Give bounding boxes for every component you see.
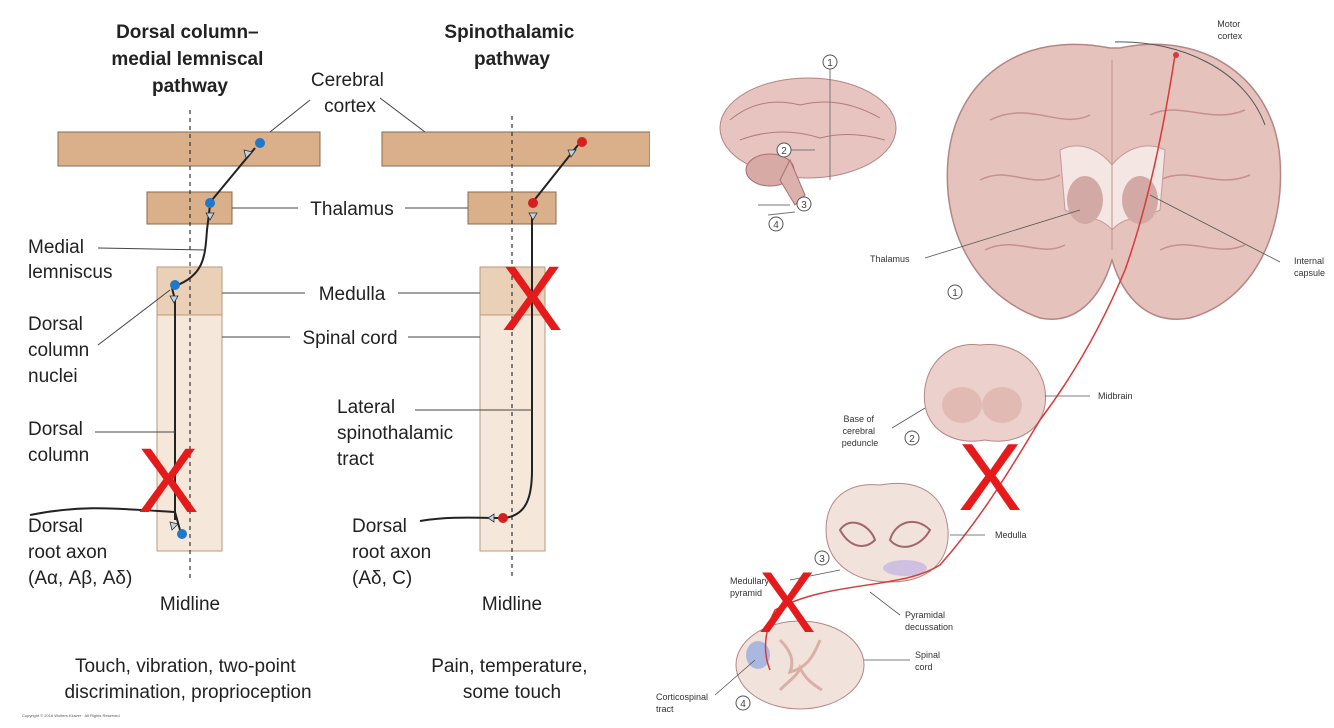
svg-text:1: 1 [952,288,958,299]
motor-cortex-neuron-dot [1173,52,1179,58]
synapse-terminal [528,212,538,221]
medulla-label-right: Medulla [995,530,1027,540]
corticospinal-tract-line [764,54,1176,671]
spinal-cord-section: 4 [735,620,865,711]
svg-text:2: 2 [909,434,915,445]
spinothalamic-pathway-title: Spinothalamic pathway [444,22,579,70]
synapse-terminal [487,513,495,523]
svg-text:1: 1 [827,58,833,69]
synapse-terminal [243,149,253,159]
synapse-terminal [169,521,179,531]
thalamus-dot-left [205,198,215,208]
midbrain-label: Midbrain [1098,391,1133,401]
corticospinal-tract-label: Corticospinal tract [656,692,711,714]
synapse-terminal [205,212,215,221]
thalamus-label-right: Thalamus [870,254,910,264]
medulla-left [156,266,223,316]
caption-left: Touch, vibration, two-point discriminati… [64,656,311,703]
copyright-notice: Copyright © 2016 Wolters Kluwer · All Ri… [22,713,120,718]
medulla-section: 3 [814,483,949,583]
medulla-right [479,266,546,316]
dorsal-pathway-title: Dorsal column– medial lemniscal pathway [111,22,268,97]
spinothalamic-fiber [504,215,533,519]
dorsal-root-axon-left-label: Dorsal root axon (Aα, Aβ, Aδ) [28,516,132,589]
svg-text:3: 3 [819,554,825,565]
cerebral-cortex-label: Cerebral cortex [311,70,389,117]
leader-lines [95,97,532,433]
synapse-terminal [567,149,577,158]
svg-text:2: 2 [781,146,787,157]
dorsal-root-ganglion-dot [177,529,187,539]
medullary-pyramid-label: Medullary pyramid [730,576,772,598]
medial-lemniscus-fiber [174,204,211,287]
svg-text:3: 3 [801,200,807,211]
medulla-label: Medulla [319,284,386,305]
dorsal-column-nucleus-dot [170,280,180,290]
lesion-mark-midbrain-medulla: X [958,424,1022,531]
lesion-mark-medulla: X [501,248,562,350]
pyramidal-decussation-label: Pyramidal decussation [905,610,953,632]
midbrain-section: 2 [904,343,1047,446]
spinal-cord-label-right: Spinal cord [915,650,943,672]
cortex-bar-right [381,131,651,167]
spinal-cord-label: Spinal cord [302,328,397,349]
right-panel: 1 2 3 4 1 2 [650,0,1334,728]
midline-label-right: Midline [482,594,542,615]
left-panel: Dorsal column– medial lemniscal pathway … [0,0,651,728]
sagittal-brain-icon [719,68,897,216]
leader-lines-right [714,194,1281,696]
svg-text:4: 4 [740,699,746,710]
dorsal-column-label: Dorsal column [28,419,89,466]
caption-right: Pain, temperature, some touch [431,656,593,703]
midline-label-left: Midline [160,594,220,615]
lateral-spinothalamic-label: Lateral spinothalamic tract [337,397,458,470]
thalamus-label: Thalamus [310,199,393,220]
lesion-mark-dorsal-column: X [137,430,198,532]
dorsal-column-nuclei-label: Dorsal column nuclei [28,314,95,387]
medial-lemniscus-label: Medial lemniscus [28,237,112,283]
synapse-terminal [169,295,179,304]
cortex-dot-left [255,138,265,148]
cortex-dot-right [577,137,587,147]
thalamus-dot-right [528,198,538,208]
dorsal-root-axon-right-label: Dorsal root axon (Aδ, C) [352,516,437,589]
dorsal-root-axon-left [29,507,181,531]
base-of-peduncle-label: Base of cerebral peduncle [842,414,879,448]
dorsal-root-ganglion-dot-red [498,513,508,523]
lesion-mark-pyramid: X [758,555,815,651]
coronal-brain-section: 1 [946,41,1282,320]
section-markers: 1 2 3 4 [768,54,838,232]
motor-cortex-label: Motor cortex [1217,19,1243,41]
internal-capsule-label: Internal capsule [1294,256,1327,278]
svg-text:4: 4 [773,220,779,231]
cortex-bar-left [57,131,321,167]
